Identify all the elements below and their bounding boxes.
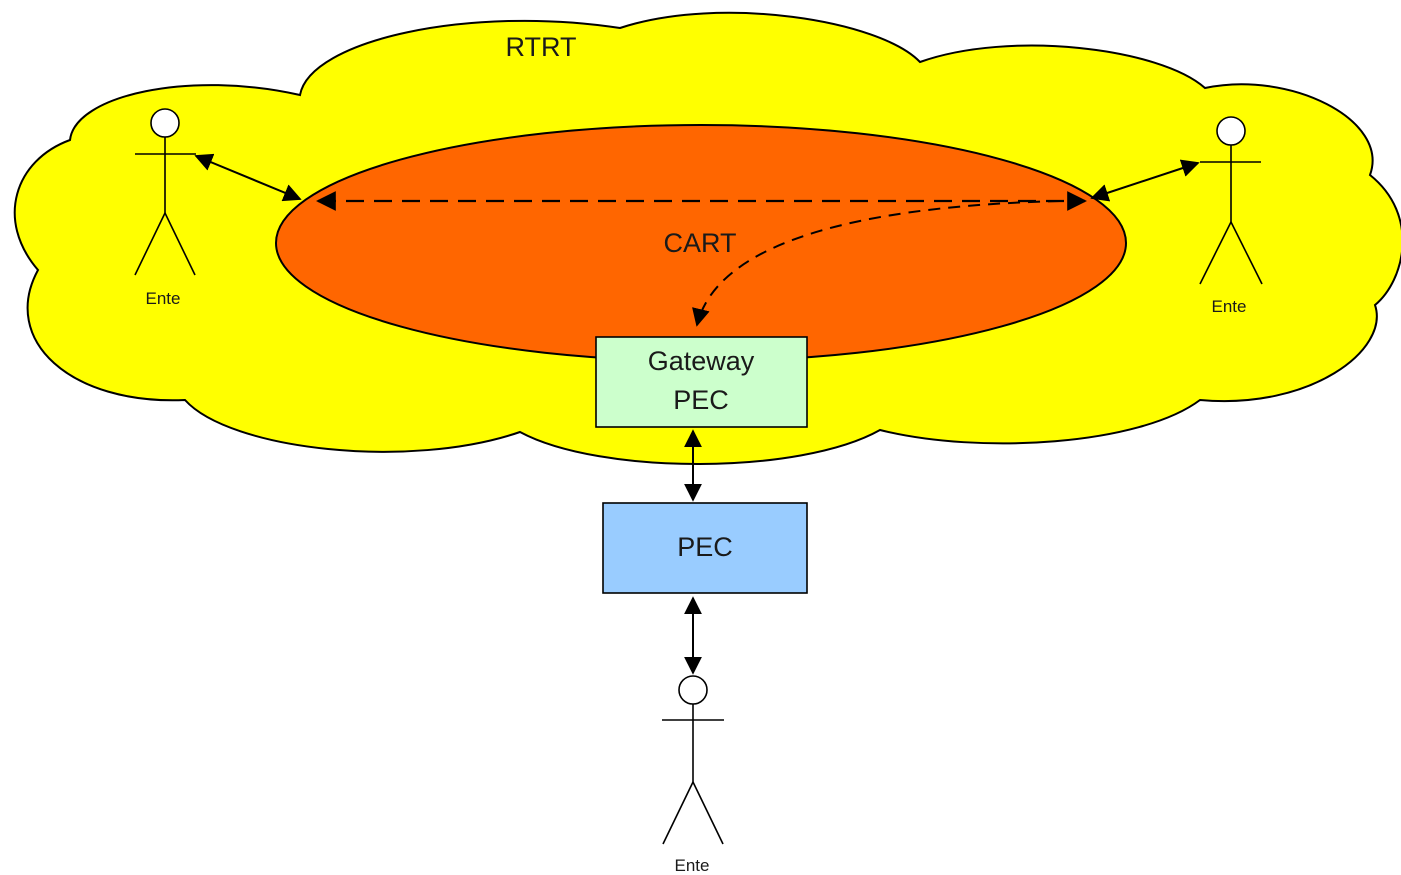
gateway-pec-box: Gateway PEC xyxy=(595,336,808,428)
pec-label: PEC xyxy=(677,532,733,562)
rtrt-label: RTRT xyxy=(505,32,576,62)
cart-label: CART xyxy=(663,228,736,258)
gateway-label-line2: PEC xyxy=(673,385,729,415)
actor-right-label: Ente xyxy=(1212,297,1247,316)
actor-left-label: Ente xyxy=(146,289,181,308)
actor-bottom-head xyxy=(678,675,708,705)
actor-left: Ente xyxy=(134,108,196,308)
arrow-left-actor-cart xyxy=(194,153,302,202)
dashed-curve-to-gateway xyxy=(692,200,1061,327)
actor-left-head xyxy=(150,108,180,138)
actor-right-head xyxy=(1216,116,1246,146)
arrow-right-actor-cart xyxy=(1090,159,1200,202)
actor-bottom-label: Ente xyxy=(675,856,710,875)
actor-right: Ente xyxy=(1199,116,1263,316)
pec-box: PEC xyxy=(602,502,808,594)
actor-bottom: Ente xyxy=(662,675,724,875)
gateway-label-line1: Gateway xyxy=(648,346,755,376)
